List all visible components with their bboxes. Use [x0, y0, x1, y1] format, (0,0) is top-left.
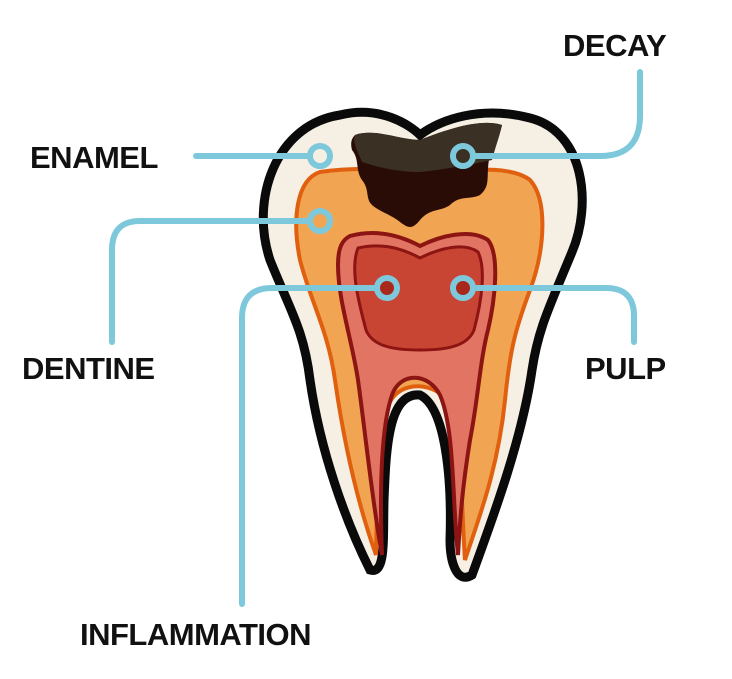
- marker-pulp: [450, 275, 476, 301]
- leader-line-inflammation: [239, 285, 380, 607]
- marker-inflammation: [374, 275, 400, 301]
- label-enamel: ENAMEL: [30, 140, 158, 175]
- label-decay: DECAY: [563, 28, 667, 63]
- leader-line-decay: [470, 69, 643, 159]
- marker-dentine: [307, 208, 333, 234]
- marker-decay: [450, 143, 476, 169]
- label-dentine: DENTINE: [22, 351, 155, 386]
- marker-enamel: [307, 143, 333, 169]
- label-inflammation: INFLAMMATION: [80, 617, 311, 652]
- tooth-pulp: [353, 244, 484, 352]
- leader-line-pulp: [470, 285, 637, 345]
- label-pulp: PULP: [585, 351, 666, 386]
- leader-line-dentine: [109, 218, 313, 345]
